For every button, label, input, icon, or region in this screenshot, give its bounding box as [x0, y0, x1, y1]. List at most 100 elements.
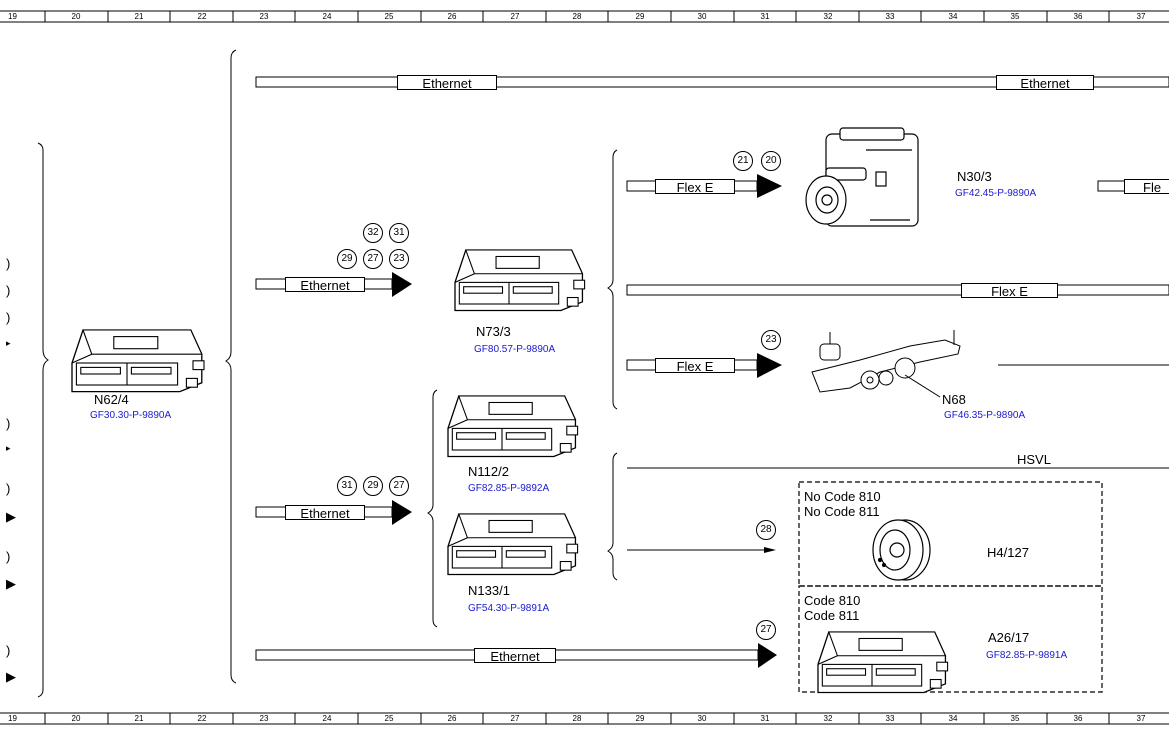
component-label-n30-3: N30/3 — [957, 169, 992, 184]
bus-label-flexe-right: Fle — [1124, 179, 1169, 195]
marker-29[interactable]: 29 — [337, 249, 357, 269]
bus-label-flexe-mid: Flex E — [961, 283, 1058, 299]
grid-label-28-bottom: 28 — [572, 714, 582, 723]
grid-label-23-top: 23 — [259, 12, 269, 21]
component-label-a26-17: A26/17 — [988, 630, 1030, 645]
left-edge-symbol: ) — [6, 283, 11, 298]
grid-label-36-top: 36 — [1073, 12, 1083, 21]
grid-label-24-top: 24 — [322, 12, 332, 21]
left-edge-symbol: ▸ — [6, 443, 11, 453]
condition-boxes — [798, 481, 1103, 693]
grid-label-28-top: 28 — [572, 12, 582, 21]
marker-23-n68[interactable]: 23 — [761, 330, 781, 350]
reference-link-n73-3[interactable]: GF80.57-P-9890A — [474, 344, 556, 355]
marker-21[interactable]: 21 — [733, 151, 753, 171]
marker-28[interactable]: 28 — [756, 520, 776, 540]
marker-29-n112[interactable]: 29 — [363, 476, 383, 496]
component-label-n112-2: N112/2 — [468, 464, 509, 479]
component-label-n133-1: N133/1 — [468, 583, 510, 598]
marker-27[interactable]: 27 — [363, 249, 383, 269]
grid-label-22-top: 22 — [197, 12, 207, 21]
ecu-a26-17-drawing — [817, 631, 949, 694]
grid-label-29-bottom: 29 — [635, 714, 645, 723]
reference-link-n112-2[interactable]: GF82.85-P-9892A — [468, 483, 550, 494]
reference-link-a26-17[interactable]: GF82.85-P-9891A — [986, 650, 1068, 661]
grid-label-32-top: 32 — [823, 12, 833, 21]
grid-label-19-top: 19 — [8, 12, 17, 21]
grid-label-32-bottom: 32 — [823, 714, 833, 723]
reference-link-n133-1[interactable]: GF54.30-P-9891A — [468, 603, 550, 614]
grid-label-31-top: 31 — [760, 12, 770, 21]
component-label-h4-127: H4/127 — [987, 545, 1029, 560]
brace-lines — [37, 49, 618, 698]
marker-31-n112[interactable]: 31 — [337, 476, 357, 496]
grid-label-23-bottom: 23 — [259, 714, 269, 723]
grid-label-31-bottom: 31 — [760, 714, 770, 723]
grid-label-34-bottom: 34 — [948, 714, 958, 723]
grid-label-30-bottom: 30 — [697, 714, 707, 723]
grid-label-36-bottom: 36 — [1073, 714, 1083, 723]
grid-label-19-bottom: 19 — [8, 714, 17, 723]
bus-label-ethernet-bottom: Ethernet — [474, 648, 556, 664]
bus-label-ethernet-n112: Ethernet — [285, 505, 365, 521]
grid-label-29-top: 29 — [635, 12, 645, 21]
marker-31[interactable]: 31 — [389, 223, 409, 243]
arrowheads — [392, 174, 782, 668]
reference-link-n30-3[interactable]: GF42.45-P-9890A — [955, 188, 1037, 199]
marker-23[interactable]: 23 — [389, 249, 409, 269]
grid-label-24-bottom: 24 — [322, 714, 332, 723]
reference-link-n68[interactable]: GF46.35-P-9890A — [944, 410, 1026, 421]
ecu-n62-4-drawing — [71, 329, 205, 393]
left-edge-symbol: ▶ — [6, 576, 16, 591]
left-edge-symbol: ▸ — [6, 338, 11, 348]
grid-label-20-top: 20 — [71, 12, 81, 21]
left-edge-symbol: ) — [6, 643, 11, 658]
bus-label-flexe-n30: Flex E — [655, 179, 735, 195]
marker-20[interactable]: 20 — [761, 151, 781, 171]
sound-generator-h4-127-drawing — [872, 519, 931, 581]
grid-label-35-bottom: 35 — [1010, 714, 1020, 723]
steering-gear-n68-drawing — [811, 330, 961, 398]
grid-label-30-top: 30 — [697, 12, 707, 21]
grid-label-35-top: 35 — [1010, 12, 1020, 21]
grid-label-34-top: 34 — [948, 12, 958, 21]
ecu-n73-3-drawing — [454, 249, 586, 312]
condition-code-811: Code 811 — [804, 608, 860, 623]
signal-lines — [627, 364, 1169, 551]
component-label-n73-3: N73/3 — [476, 324, 511, 339]
ecu-n112-2-drawing — [447, 395, 579, 458]
marker-32[interactable]: 32 — [363, 223, 383, 243]
left-edge-symbol: ) — [6, 310, 11, 325]
component-label-n62-4: N62/4 — [94, 392, 129, 407]
bottom-grid-ruler — [0, 712, 1169, 725]
grid-label-37-bottom: 37 — [1136, 714, 1146, 723]
grid-label-25-top: 25 — [384, 12, 394, 21]
grid-label-27-bottom: 27 — [510, 714, 520, 723]
reference-link-n62-4[interactable]: GF30.30-P-9890A — [90, 410, 172, 421]
grid-label-26-bottom: 26 — [447, 714, 457, 723]
grid-label-26-top: 26 — [447, 12, 457, 21]
marker-27-bottom[interactable]: 27 — [756, 620, 776, 640]
grid-label-21-bottom: 21 — [134, 714, 144, 723]
abs-unit-n30-3-drawing — [805, 127, 919, 227]
grid-label-37-top: 37 — [1136, 12, 1146, 21]
marker-27-n112[interactable]: 27 — [389, 476, 409, 496]
bus-label-ethernet-n73: Ethernet — [285, 277, 365, 293]
left-edge-symbol: ) — [6, 256, 11, 271]
left-edge-symbol: ) — [6, 549, 11, 564]
bus-label-ethernet-top-left: Ethernet — [397, 75, 497, 91]
grid-label-25-bottom: 25 — [384, 714, 394, 723]
grid-label-21-top: 21 — [134, 12, 144, 21]
grid-label-33-bottom: 33 — [885, 714, 895, 723]
grid-label-22-bottom: 22 — [197, 714, 207, 723]
grid-label-27-top: 27 — [510, 12, 520, 21]
component-label-n68: N68 — [942, 392, 966, 407]
condition-no-code-811: No Code 811 — [804, 504, 880, 519]
bus-label-ethernet-top-right: Ethernet — [996, 75, 1094, 91]
condition-code-810: Code 810 — [804, 593, 861, 608]
bus-label-hsvl: HSVL — [1017, 452, 1051, 467]
left-edge-symbol: ▶ — [6, 669, 16, 684]
left-edge-symbol: ▶ — [6, 509, 16, 524]
grid-label-33-top: 33 — [885, 12, 895, 21]
